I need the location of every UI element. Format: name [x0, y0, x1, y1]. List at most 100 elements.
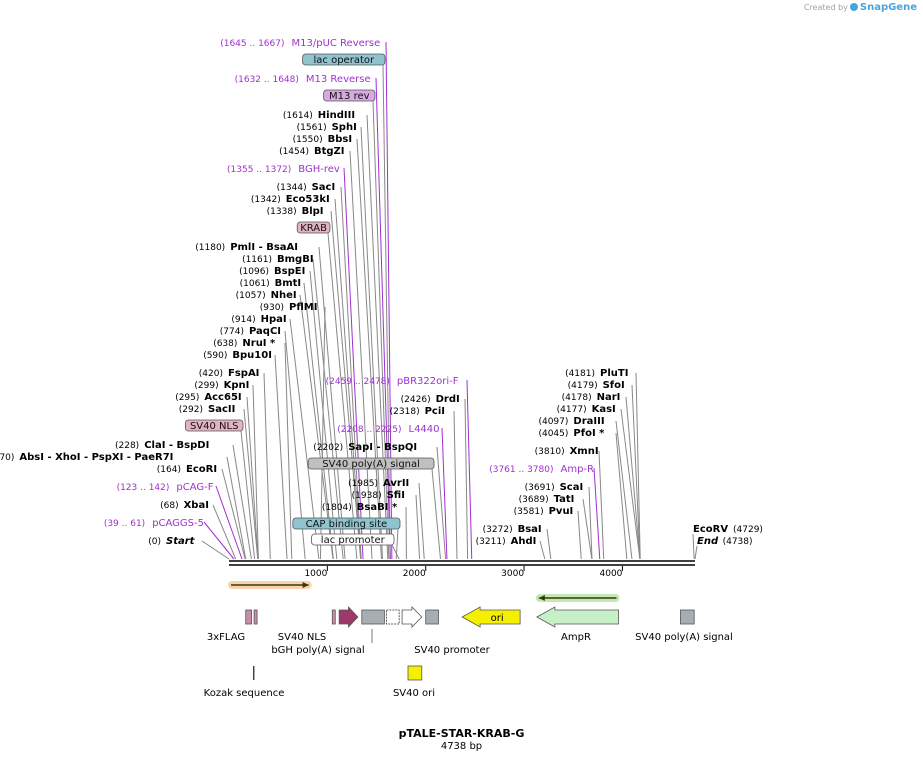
enzyme-leader-line — [588, 486, 593, 560]
feature-leader-line — [391, 544, 400, 560]
enzyme-leader-line — [615, 420, 633, 560]
label-leader-lines — [201, 41, 698, 560]
enzyme-name-text: AvrII — [383, 478, 409, 489]
enzyme-position-text: (4179) — [568, 381, 598, 391]
enzyme-position-text: (1985) — [348, 479, 378, 489]
orf-arrowhead — [538, 595, 545, 601]
enzyme-name-text: EcoRV — [693, 524, 728, 535]
enzyme-leader-line — [582, 498, 593, 560]
enzyme-position-text: (1550) — [293, 135, 323, 145]
primer-name-text: pCAGGS-5 — [152, 518, 204, 529]
enzyme-position-text: (1161) — [242, 255, 272, 265]
feature-label-text: M13 rev — [329, 91, 370, 102]
feature-name-text: bGH poly(A) signal — [271, 645, 364, 656]
enzyme-leader-line — [625, 396, 641, 560]
enzyme-leader-line — [226, 456, 247, 560]
feature-label-box — [323, 89, 376, 102]
feature-label-box — [311, 533, 395, 546]
enzyme-name-text: PciI — [425, 406, 445, 417]
snapgene-credit: Created by SnapGene — [804, 2, 917, 13]
primer-name-text: pBR322ori-F — [397, 376, 459, 387]
enzyme-name-text: End — [697, 536, 719, 547]
feature-leader-line — [431, 468, 441, 560]
enzyme-position-text: (1938) — [352, 491, 382, 501]
enzyme-leader-line — [415, 494, 421, 560]
enzyme-name-text: PfoI * — [573, 428, 605, 439]
enzyme-position-text: (4045) — [538, 429, 568, 439]
enzyme-name-text: AbsI - XhoI - PspXI - PaeR7I — [19, 452, 173, 463]
enzyme-name-text: BspEI — [274, 266, 305, 277]
enzyme-position-text: (68) — [160, 501, 178, 511]
enzyme-position-text: (4729) — [733, 525, 763, 535]
enzyme-leader-line — [263, 372, 271, 560]
enzyme-position-text: (3691) — [525, 483, 555, 493]
enzyme-position-text: (2318) — [390, 407, 420, 417]
feature-label-text: lac operator — [314, 55, 375, 66]
primer-range-text: (123 .. 142) — [117, 483, 170, 493]
enzyme-leader-line — [366, 114, 389, 560]
primer-leader-line — [203, 521, 235, 560]
enzyme-leader-line — [615, 432, 628, 560]
enzyme-leader-line — [598, 450, 605, 560]
primer-leader-line — [466, 379, 473, 560]
enzyme-name-text: BmgBI — [277, 254, 314, 265]
primer-range-text: (1645 .. 1667) — [220, 39, 284, 49]
credit-brand: SnapGene — [859, 2, 917, 13]
enzyme-name-text: BmtI — [275, 278, 302, 289]
feature-label-text: SV40 poly(A) signal — [322, 459, 420, 470]
enzyme-position-text: (590) — [203, 351, 227, 361]
enzyme-position-text: (1180) — [195, 243, 225, 253]
enzyme-name-text: PvuI — [549, 506, 574, 517]
enzyme-position-text: (4181) — [565, 369, 595, 379]
feature-name-text: ori — [491, 613, 504, 624]
enzyme-position-text: (3689) — [519, 495, 549, 505]
enzyme-name-text: NarI — [597, 392, 621, 403]
feature-label-box — [302, 53, 386, 66]
credit-prefix: Created by — [803, 3, 848, 12]
enzyme-leader-line — [577, 510, 582, 560]
enzyme-name-text: FspAI — [228, 368, 259, 379]
enzyme-name-text: ScaI — [560, 482, 584, 493]
plasmid-name: pTALE-STAR-KRAB-G — [398, 727, 525, 740]
feature-name-text: Kozak sequence — [204, 688, 285, 699]
enzyme-name-text: Start — [166, 536, 196, 547]
enzyme-position-text: (4097) — [538, 417, 568, 427]
primer-name-text: M13/pUC Reverse — [292, 38, 381, 49]
enzyme-leader-line — [539, 540, 546, 560]
feature-box — [331, 609, 336, 625]
feature-leader-line — [382, 64, 391, 560]
primer-leader-line — [375, 77, 391, 560]
feature-box — [245, 609, 253, 625]
enzyme-position-text: (930) — [260, 303, 284, 313]
enzyme-position-text: (299) — [194, 381, 218, 391]
feature-label-text: SV40 NLS — [190, 421, 239, 432]
enzyme-position-text: (228) — [115, 441, 139, 451]
enzyme-position-text: (4177) — [557, 405, 587, 415]
enzyme-leader-line — [212, 504, 237, 560]
enzyme-leader-line — [334, 198, 362, 560]
primer-leader-line — [343, 167, 364, 560]
enzyme-position-text: (1344) — [277, 183, 307, 193]
enzyme-position-text: (1338) — [267, 207, 297, 217]
enzyme-leader-line — [243, 408, 259, 560]
enzyme-position-text: (1057) — [236, 291, 266, 301]
feature-name-text: SV40 promoter — [414, 645, 490, 656]
enzyme-position-text: (1061) — [240, 279, 270, 289]
enzyme-leader-line — [356, 138, 382, 560]
enzyme-name-text: NruI * — [242, 338, 276, 349]
enzyme-name-text: KpnI — [224, 380, 250, 391]
enzyme-name-text: PaqCI — [249, 326, 281, 337]
enzyme-leader-line — [284, 342, 293, 560]
enzyme-name-text: Bpu10I — [232, 350, 272, 361]
enzyme-leader-line — [436, 446, 447, 560]
plasmid-length: 4738 bp — [440, 741, 483, 752]
enzyme-leader-line — [349, 150, 373, 560]
enzyme-name-text: HindIII — [318, 110, 355, 121]
enzyme-name-text: PflMI — [289, 302, 317, 313]
enzyme-name-text: EcoRI — [186, 464, 217, 475]
enzyme-position-text: (3272) — [483, 525, 513, 535]
enzyme-position-text: (164) — [157, 465, 181, 475]
enzyme-name-text: XbaI — [184, 500, 209, 511]
enzyme-position-text: (3810) — [535, 447, 565, 457]
